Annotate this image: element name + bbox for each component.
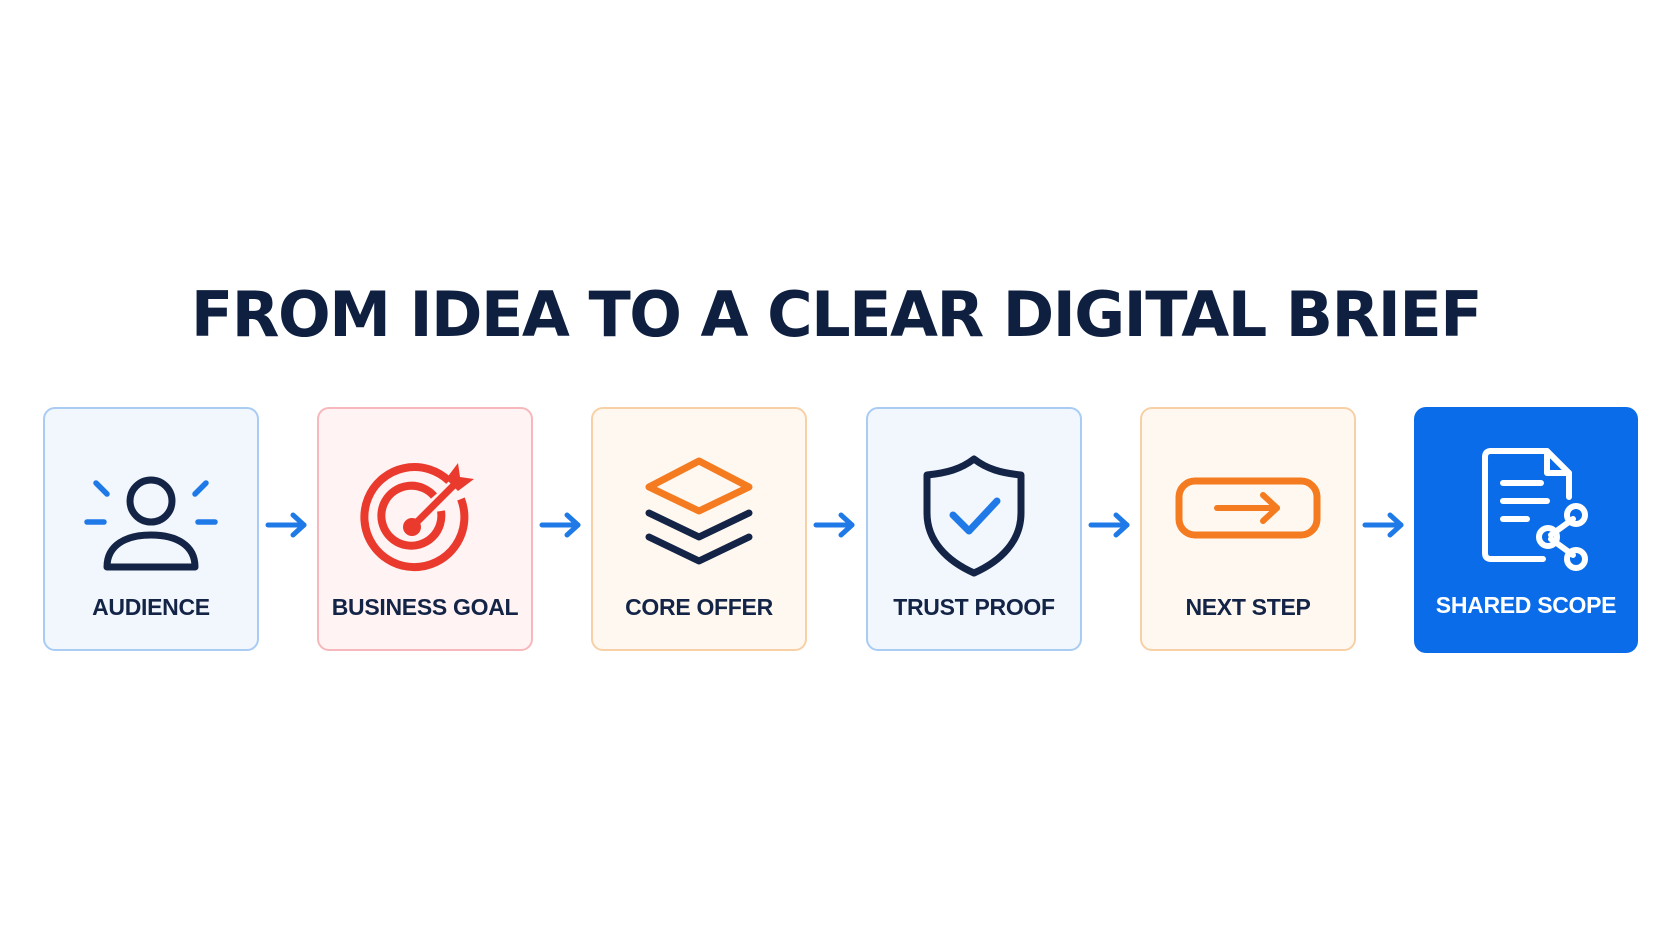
flow-arrow-icon [812, 512, 858, 538]
flow-arrow-icon [264, 512, 310, 538]
step-card-next-step: NEXT STEP [1140, 407, 1356, 651]
step-label: BUSINESS GOAL [331, 594, 519, 620]
target-icon [319, 449, 531, 579]
step-card-shared-scope: SHARED SCOPE [1414, 407, 1638, 653]
step-card-trust-proof: TRUST PROOF [866, 407, 1082, 651]
person-icon [45, 449, 257, 579]
shared-document-icon [1414, 447, 1638, 577]
arrow-button-icon [1142, 449, 1354, 579]
flow-arrow-icon [1361, 512, 1407, 538]
flow-arrow-icon [1087, 512, 1133, 538]
step-label: NEXT STEP [1185, 594, 1311, 620]
diagram-title: FROM IDEA TO A CLEAR DIGITAL BRIEF [190, 278, 1483, 351]
step-label: SHARED SCOPE [1435, 592, 1617, 618]
step-label: CORE OFFER [625, 594, 773, 620]
step-card-business-goal: BUSINESS GOAL [317, 407, 533, 651]
step-card-audience: AUDIENCE [43, 407, 259, 651]
step-card-core-offer: CORE OFFER [591, 407, 807, 651]
step-label: TRUST PROOF [893, 594, 1055, 620]
shield-check-icon [868, 449, 1080, 579]
flow-arrow-icon [538, 512, 584, 538]
step-label: AUDIENCE [92, 594, 210, 620]
layers-icon [593, 449, 805, 579]
